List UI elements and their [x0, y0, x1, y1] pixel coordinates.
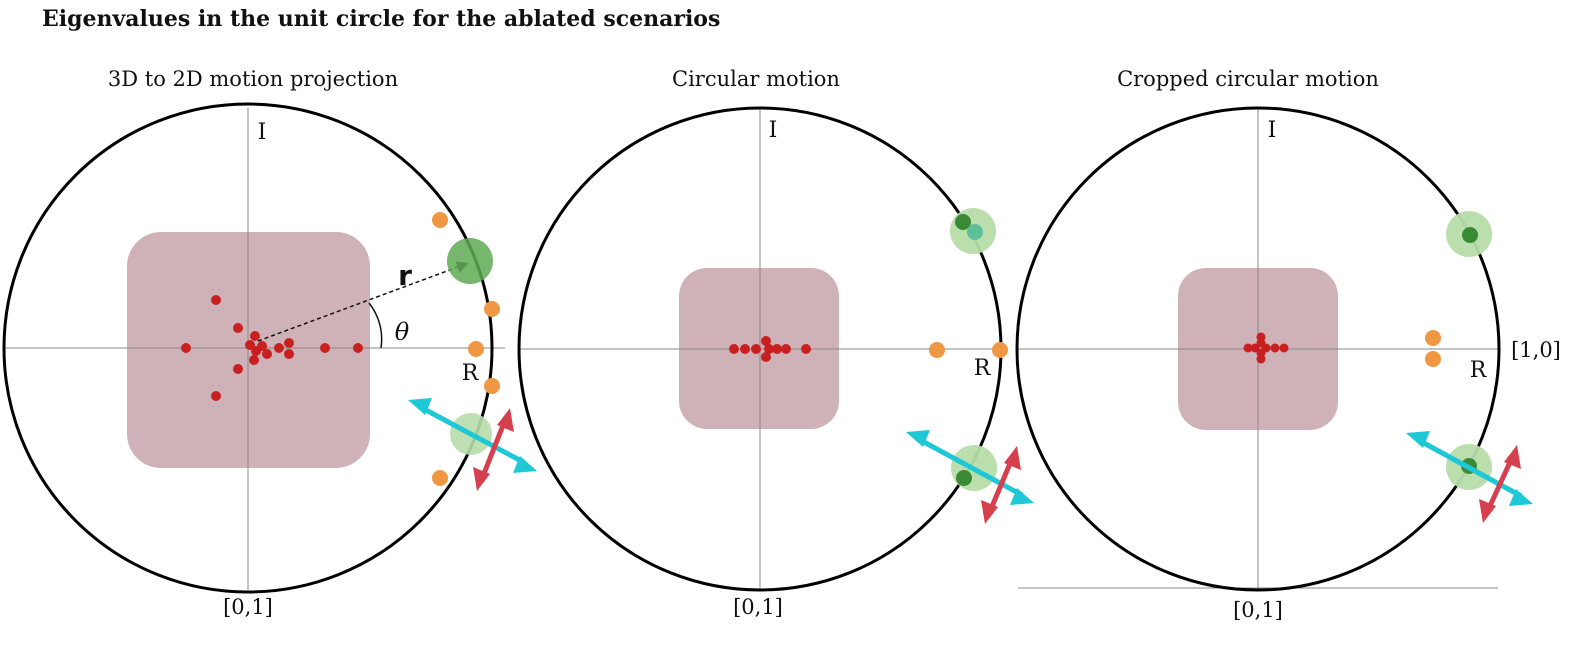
inner-eigenvalue [1279, 343, 1289, 353]
orange-eigenvalue [432, 212, 448, 228]
inner-eigenvalue [257, 341, 267, 351]
inner-eigenvalue [761, 336, 771, 346]
panel-projection: 3D to 2D motion projection I R [0,1] r θ [2, 67, 537, 619]
double-headed-arrow-icon [408, 398, 537, 473]
panel-circular: Circular motion I R [0,1] [517, 67, 1034, 619]
inner-eigenvalue [1250, 343, 1260, 353]
panel-cropped: Cropped circular motion I R [1,0] [0,1] [1015, 67, 1561, 622]
imaginary-axis-label: I [258, 120, 267, 145]
real-axis-label: R [462, 361, 480, 386]
inner-eigenvalue-cluster [181, 295, 363, 401]
inner-eigenvalue [1243, 343, 1253, 353]
inner-eigenvalue [211, 391, 221, 401]
inner-eigenvalue [284, 349, 294, 359]
double-headed-arrow-icon [981, 446, 1021, 524]
inner-eigenvalue [781, 344, 791, 354]
inner-eigenvalue [274, 343, 284, 353]
green-eigenvalue [955, 214, 971, 230]
inner-eigenvalue [250, 331, 260, 341]
orange-eigenvalue [432, 470, 448, 486]
orange-eigenvalue [992, 342, 1008, 358]
green-eigenvalue [956, 470, 972, 486]
inner-eigenvalue-cluster [1243, 332, 1289, 364]
inner-eigenvalue-cluster [729, 336, 811, 362]
theta-arc [368, 302, 383, 349]
double-headed-arrow-icon [1479, 445, 1521, 523]
orange-eigenvalue [1425, 351, 1441, 367]
double-headed-arrow-icon [906, 430, 1034, 505]
inner-eigenvalue [1261, 343, 1271, 353]
inner-eigenvalue [772, 344, 782, 354]
r-label: r [398, 259, 412, 292]
inner-eigenvalue [233, 364, 243, 374]
inner-eigenvalue [320, 343, 330, 353]
theta-label: θ [395, 318, 410, 346]
green-eigenvalue-halo [447, 238, 493, 284]
green-eigenvalue [1462, 227, 1478, 243]
inner-eigenvalue [751, 344, 761, 354]
r-vector [257, 261, 469, 342]
inner-eigenvalue [740, 344, 750, 354]
imaginary-axis-label: I [1268, 118, 1277, 143]
inner-eigenvalue [262, 349, 272, 359]
inner-eigenvalue [764, 344, 774, 354]
double-headed-arrow-icon [473, 408, 514, 491]
orange-eigenvalue [484, 378, 500, 394]
inner-eigenvalue [233, 323, 243, 333]
orange-eigenvalue [1425, 330, 1441, 346]
bottom-coordinate-label: [0,1] [223, 595, 273, 619]
double-headed-arrow-icon [1406, 431, 1533, 506]
inner-eigenvalue [211, 295, 221, 305]
orange-eigenvalue [484, 301, 500, 317]
real-axis-label: R [1470, 358, 1488, 383]
inner-eigenvalue [284, 338, 294, 348]
real-axis-label: R [974, 356, 992, 381]
bottom-coordinate-label: [0,1] [733, 595, 783, 619]
panel-title-projection: 3D to 2D motion projection [108, 67, 398, 91]
imaginary-axis-label: I [769, 118, 778, 143]
page-title: Eigenvalues in the unit circle for the a… [42, 6, 721, 32]
bottom-coordinate-label: [0,1] [1233, 598, 1283, 622]
inner-eigenvalue [1270, 343, 1280, 353]
inner-eigenvalue [1256, 354, 1266, 364]
inner-eigenvalue [801, 344, 811, 354]
unit-circle [1015, 106, 1501, 592]
panel-title-cropped: Cropped circular motion [1117, 67, 1379, 91]
unit-circle [2, 102, 494, 594]
inner-eigenvalue [249, 355, 259, 365]
inner-eigenvalue [761, 352, 771, 362]
green-eigenvalue [967, 224, 983, 240]
inner-eigenvalue [729, 344, 739, 354]
right-coordinate-label: [1,0] [1511, 338, 1561, 362]
orange-eigenvalue [929, 342, 945, 358]
orange-eigenvalue [468, 341, 484, 357]
inner-eigenvalue [181, 343, 191, 353]
inner-eigenvalue [353, 343, 363, 353]
panel-title-circular: Circular motion [672, 67, 840, 91]
